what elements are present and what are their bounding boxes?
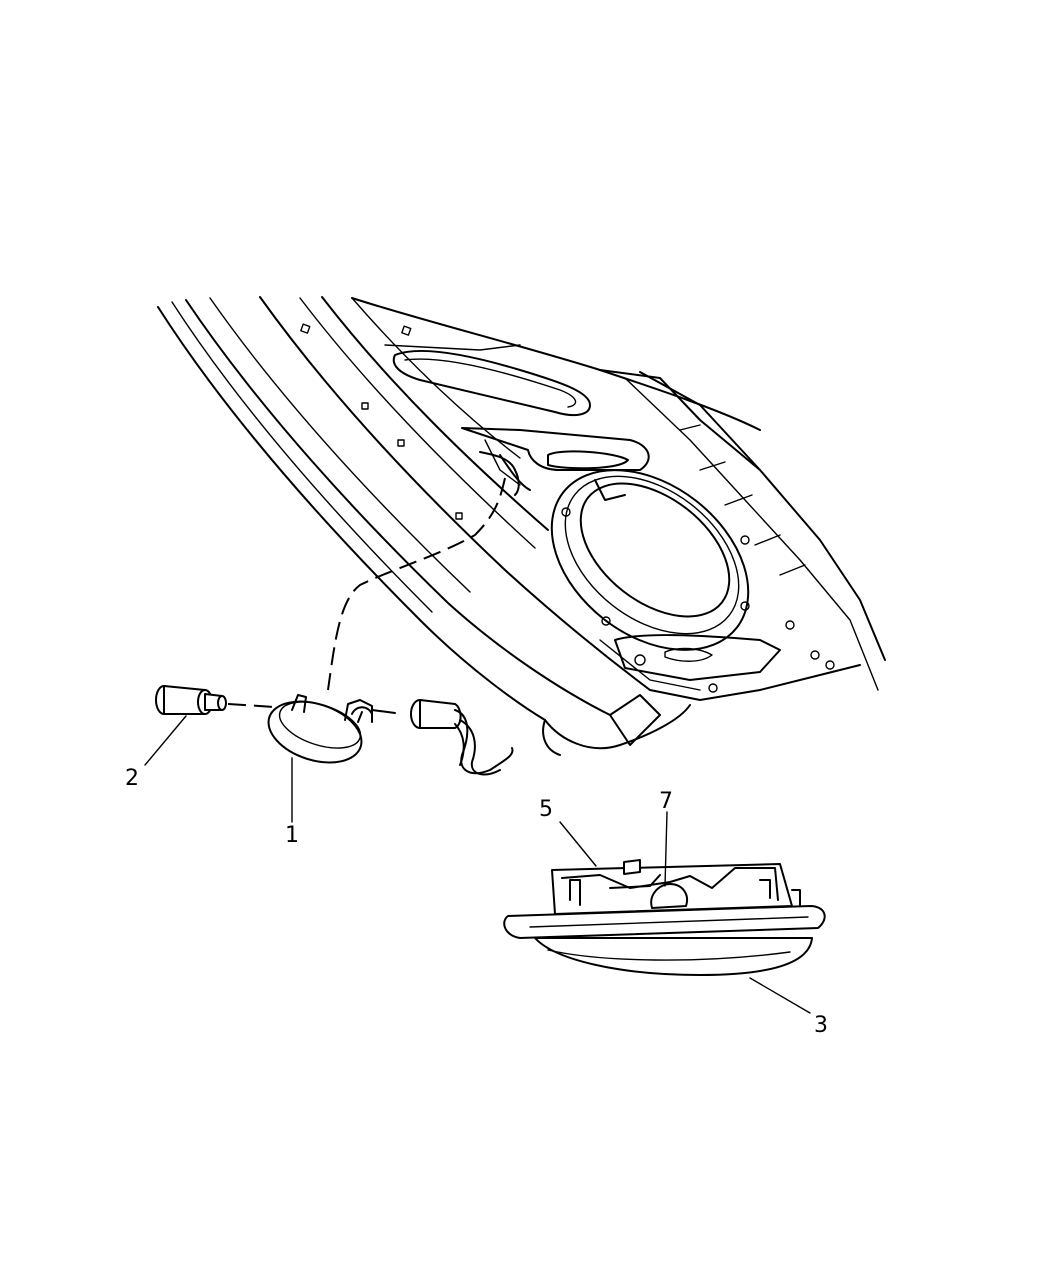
lamp-assembly-part (267, 694, 396, 764)
socket-wire-part (410, 699, 514, 776)
callout-7: 7 (659, 789, 673, 814)
install-path-line (327, 477, 506, 691)
trunk-lid-panel (157, 296, 886, 756)
callout-5: 5 (539, 797, 553, 822)
license-lamp-part (503, 859, 826, 976)
leader-lines (144, 715, 811, 1014)
bulb-path-line (227, 703, 291, 709)
callout-2: 2 (125, 766, 139, 791)
callout-1: 1 (285, 823, 299, 848)
callout-3: 3 (814, 1013, 828, 1038)
bulb-part (155, 685, 227, 715)
